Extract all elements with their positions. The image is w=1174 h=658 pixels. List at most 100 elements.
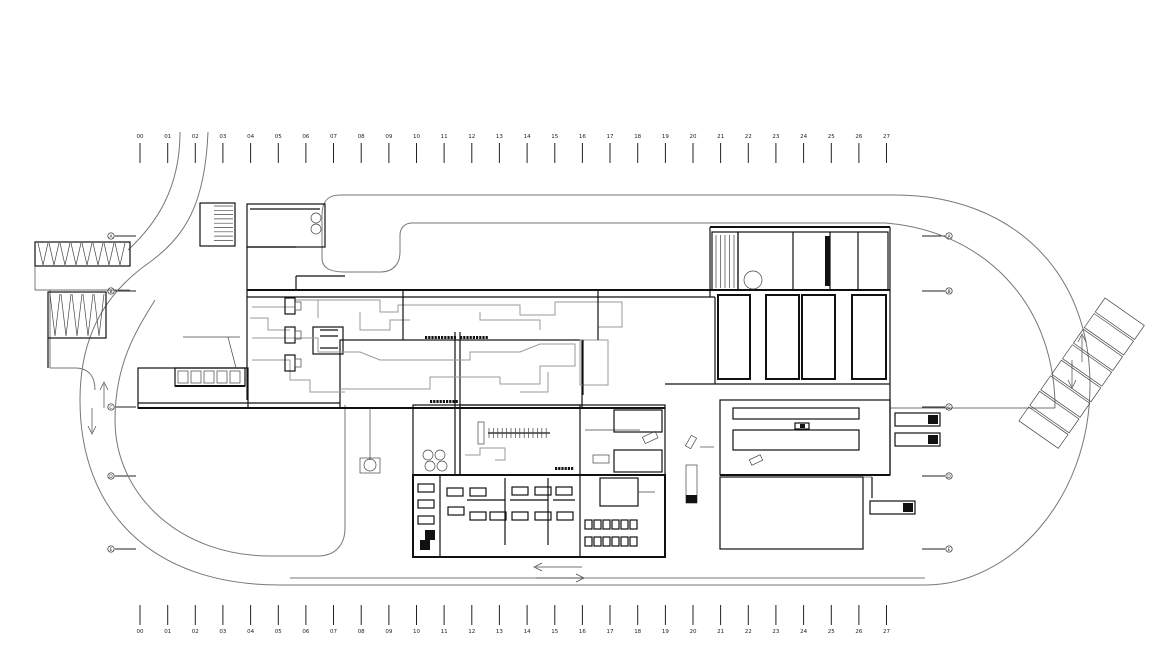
- column-dot: [452, 400, 455, 403]
- parking-stall: [37, 242, 49, 266]
- row-label-right-E: E: [948, 547, 951, 553]
- desk: [620, 536, 629, 547]
- row-marker-right: [945, 403, 953, 411]
- column-dot: [436, 400, 439, 403]
- grid-label-bottom-10: 10: [413, 629, 420, 635]
- desk: [629, 519, 638, 530]
- grid-label-bottom-08: 08: [358, 629, 365, 635]
- desk: [620, 519, 629, 530]
- column-dot: [447, 336, 450, 339]
- column-dot: [485, 336, 488, 339]
- row-marker-left: [107, 287, 115, 295]
- grid-label-bottom-22: 22: [745, 629, 752, 635]
- parking-stall: [1094, 297, 1145, 340]
- grid-label-bottom-04: 04: [247, 629, 254, 635]
- column-dot: [441, 336, 444, 339]
- grid-label-bottom-09: 09: [385, 629, 392, 635]
- grid-label-top-09: 09: [385, 134, 392, 140]
- column-dot: [442, 400, 445, 403]
- column-dot: [469, 336, 472, 339]
- grid-label-bottom-20: 20: [690, 629, 697, 635]
- parking-stall: [92, 242, 104, 266]
- column-dot: [449, 400, 452, 403]
- row-marker-left: [107, 545, 115, 553]
- grid-label-top-22: 22: [745, 134, 752, 140]
- parking-stall: [1029, 390, 1080, 434]
- column-dot: [476, 336, 479, 339]
- column-dot: [450, 336, 453, 339]
- main-building: [137, 202, 941, 558]
- storage-bay: [717, 294, 751, 380]
- row-marker-left: [107, 472, 115, 480]
- row-label-right-A: A: [947, 234, 951, 240]
- desk: [629, 536, 638, 547]
- office-block: [417, 499, 435, 509]
- parking-stall: [71, 293, 83, 337]
- office-block: [511, 511, 529, 521]
- grid-label-top-25: 25: [828, 134, 835, 140]
- grid-label-bottom-03: 03: [219, 629, 226, 635]
- grid-label-top-01: 01: [164, 134, 171, 140]
- grid-label-top-11: 11: [441, 134, 448, 140]
- parking-stall: [1018, 406, 1069, 449]
- grid-label-top-07: 07: [330, 134, 337, 140]
- column-dot: [472, 336, 475, 339]
- column-dot: [446, 400, 449, 403]
- grid-label-bottom-18: 18: [634, 629, 641, 635]
- grid-label-bottom-05: 05: [275, 629, 282, 635]
- column-dot: [425, 336, 428, 339]
- office-block: [446, 487, 464, 497]
- grid-label-top-19: 19: [662, 134, 669, 140]
- desk: [602, 536, 611, 547]
- tank-valve: [294, 301, 302, 311]
- storage-box: [190, 370, 202, 384]
- column-dot: [460, 336, 463, 339]
- storage-bay: [765, 294, 800, 380]
- grid-label-bottom-06: 06: [302, 629, 309, 635]
- column-dot: [433, 400, 436, 403]
- grid-label-top-12: 12: [468, 134, 475, 140]
- row-marker-left: [107, 232, 115, 240]
- grid-label-top-18: 18: [634, 134, 641, 140]
- grid-label-top-03: 03: [219, 134, 226, 140]
- grid-label-top-24: 24: [800, 134, 807, 140]
- grid-label-top-02: 02: [192, 134, 199, 140]
- desk: [611, 536, 620, 547]
- parking-stall: [103, 242, 115, 266]
- parking-stall: [1051, 359, 1102, 403]
- parking-stall: [1040, 375, 1091, 418]
- desk: [584, 519, 593, 530]
- grid-label-top-05: 05: [275, 134, 282, 140]
- grid-label-top-06: 06: [302, 134, 309, 140]
- parking-stall: [81, 242, 93, 266]
- column-dot: [564, 467, 567, 470]
- grid-label-top-16: 16: [579, 134, 586, 140]
- column-dot: [555, 467, 558, 470]
- process-tank: [284, 326, 296, 344]
- parking-stall: [59, 242, 71, 266]
- grid-label-top-20: 20: [690, 134, 697, 140]
- office-block: [447, 506, 465, 516]
- office-block: [534, 486, 552, 496]
- equipment: [420, 540, 430, 550]
- parking-stall: [48, 242, 60, 266]
- grid-label-bottom-19: 19: [662, 629, 669, 635]
- grid-label-top-21: 21: [717, 134, 724, 140]
- grid-label-bottom-01: 01: [164, 629, 171, 635]
- tank-valve: [294, 330, 302, 340]
- storage-box: [229, 370, 241, 384]
- office-block: [555, 486, 573, 496]
- grid-label-bottom-14: 14: [524, 629, 531, 635]
- column-dot: [558, 467, 561, 470]
- process-tank: [284, 297, 296, 315]
- grid-label-top-00: 00: [137, 134, 144, 140]
- grid-label-top-08: 08: [358, 134, 365, 140]
- site-roads: [49, 131, 1091, 586]
- column-dot: [430, 400, 433, 403]
- column-dot: [571, 467, 574, 470]
- row-label-left-C: C: [109, 405, 112, 411]
- parking-stall: [60, 293, 72, 337]
